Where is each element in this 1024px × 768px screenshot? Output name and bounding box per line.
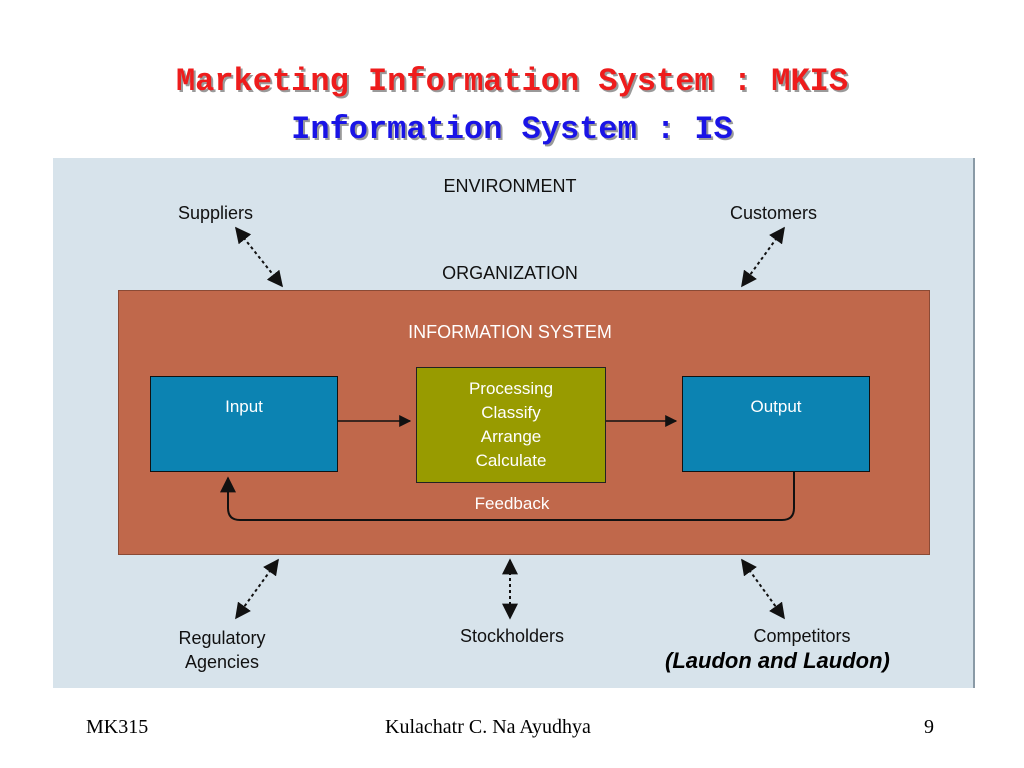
- organization-label: ORGANIZATION: [442, 263, 578, 283]
- footer-course: MK315: [86, 716, 149, 738]
- processing-box: Processing Classify Arrange Calculate: [416, 367, 606, 483]
- suppliers-label: Suppliers: [178, 203, 254, 223]
- regulatory-line1: Regulatory: [178, 628, 266, 648]
- regulatory-line2: Agencies: [184, 652, 260, 672]
- citation: (Laudon and Laudon): [665, 648, 890, 673]
- classify-label: Classify: [481, 403, 541, 422]
- customers-arrow: [741, 226, 785, 288]
- stockholders-label: Stockholders: [459, 626, 565, 646]
- regulatory-agencies-label: Regulatory Agencies: [178, 626, 265, 674]
- slide-subtitle: Information System : IS: [291, 111, 733, 148]
- slide-title: Marketing Information System : MKIS: [175, 63, 849, 100]
- feedback-loop-arrow: [220, 472, 795, 521]
- suppliers-arrow: [235, 226, 283, 288]
- input-label: Input: [225, 397, 263, 416]
- environment-label: ENVIRONMENT: [443, 176, 577, 196]
- competitors-arrow: [741, 558, 785, 620]
- calculate-label: Calculate: [475, 451, 547, 470]
- feedback-label: Feedback: [474, 494, 550, 513]
- arrange-label: Arrange: [480, 427, 542, 446]
- competitors-label: Competitors: [753, 626, 851, 646]
- footer-author: Kulachatr C. Na Ayudhya: [385, 716, 591, 738]
- information-system-label: INFORMATION SYSTEM: [408, 322, 612, 342]
- input-box: Input: [150, 376, 338, 472]
- output-box: Output: [682, 376, 870, 472]
- regulatory-arrow: [235, 558, 279, 620]
- output-label: Output: [750, 397, 802, 416]
- footer-page-number: 9: [924, 716, 934, 738]
- processing-label: Processing: [468, 379, 554, 398]
- customers-label: Customers: [730, 203, 818, 223]
